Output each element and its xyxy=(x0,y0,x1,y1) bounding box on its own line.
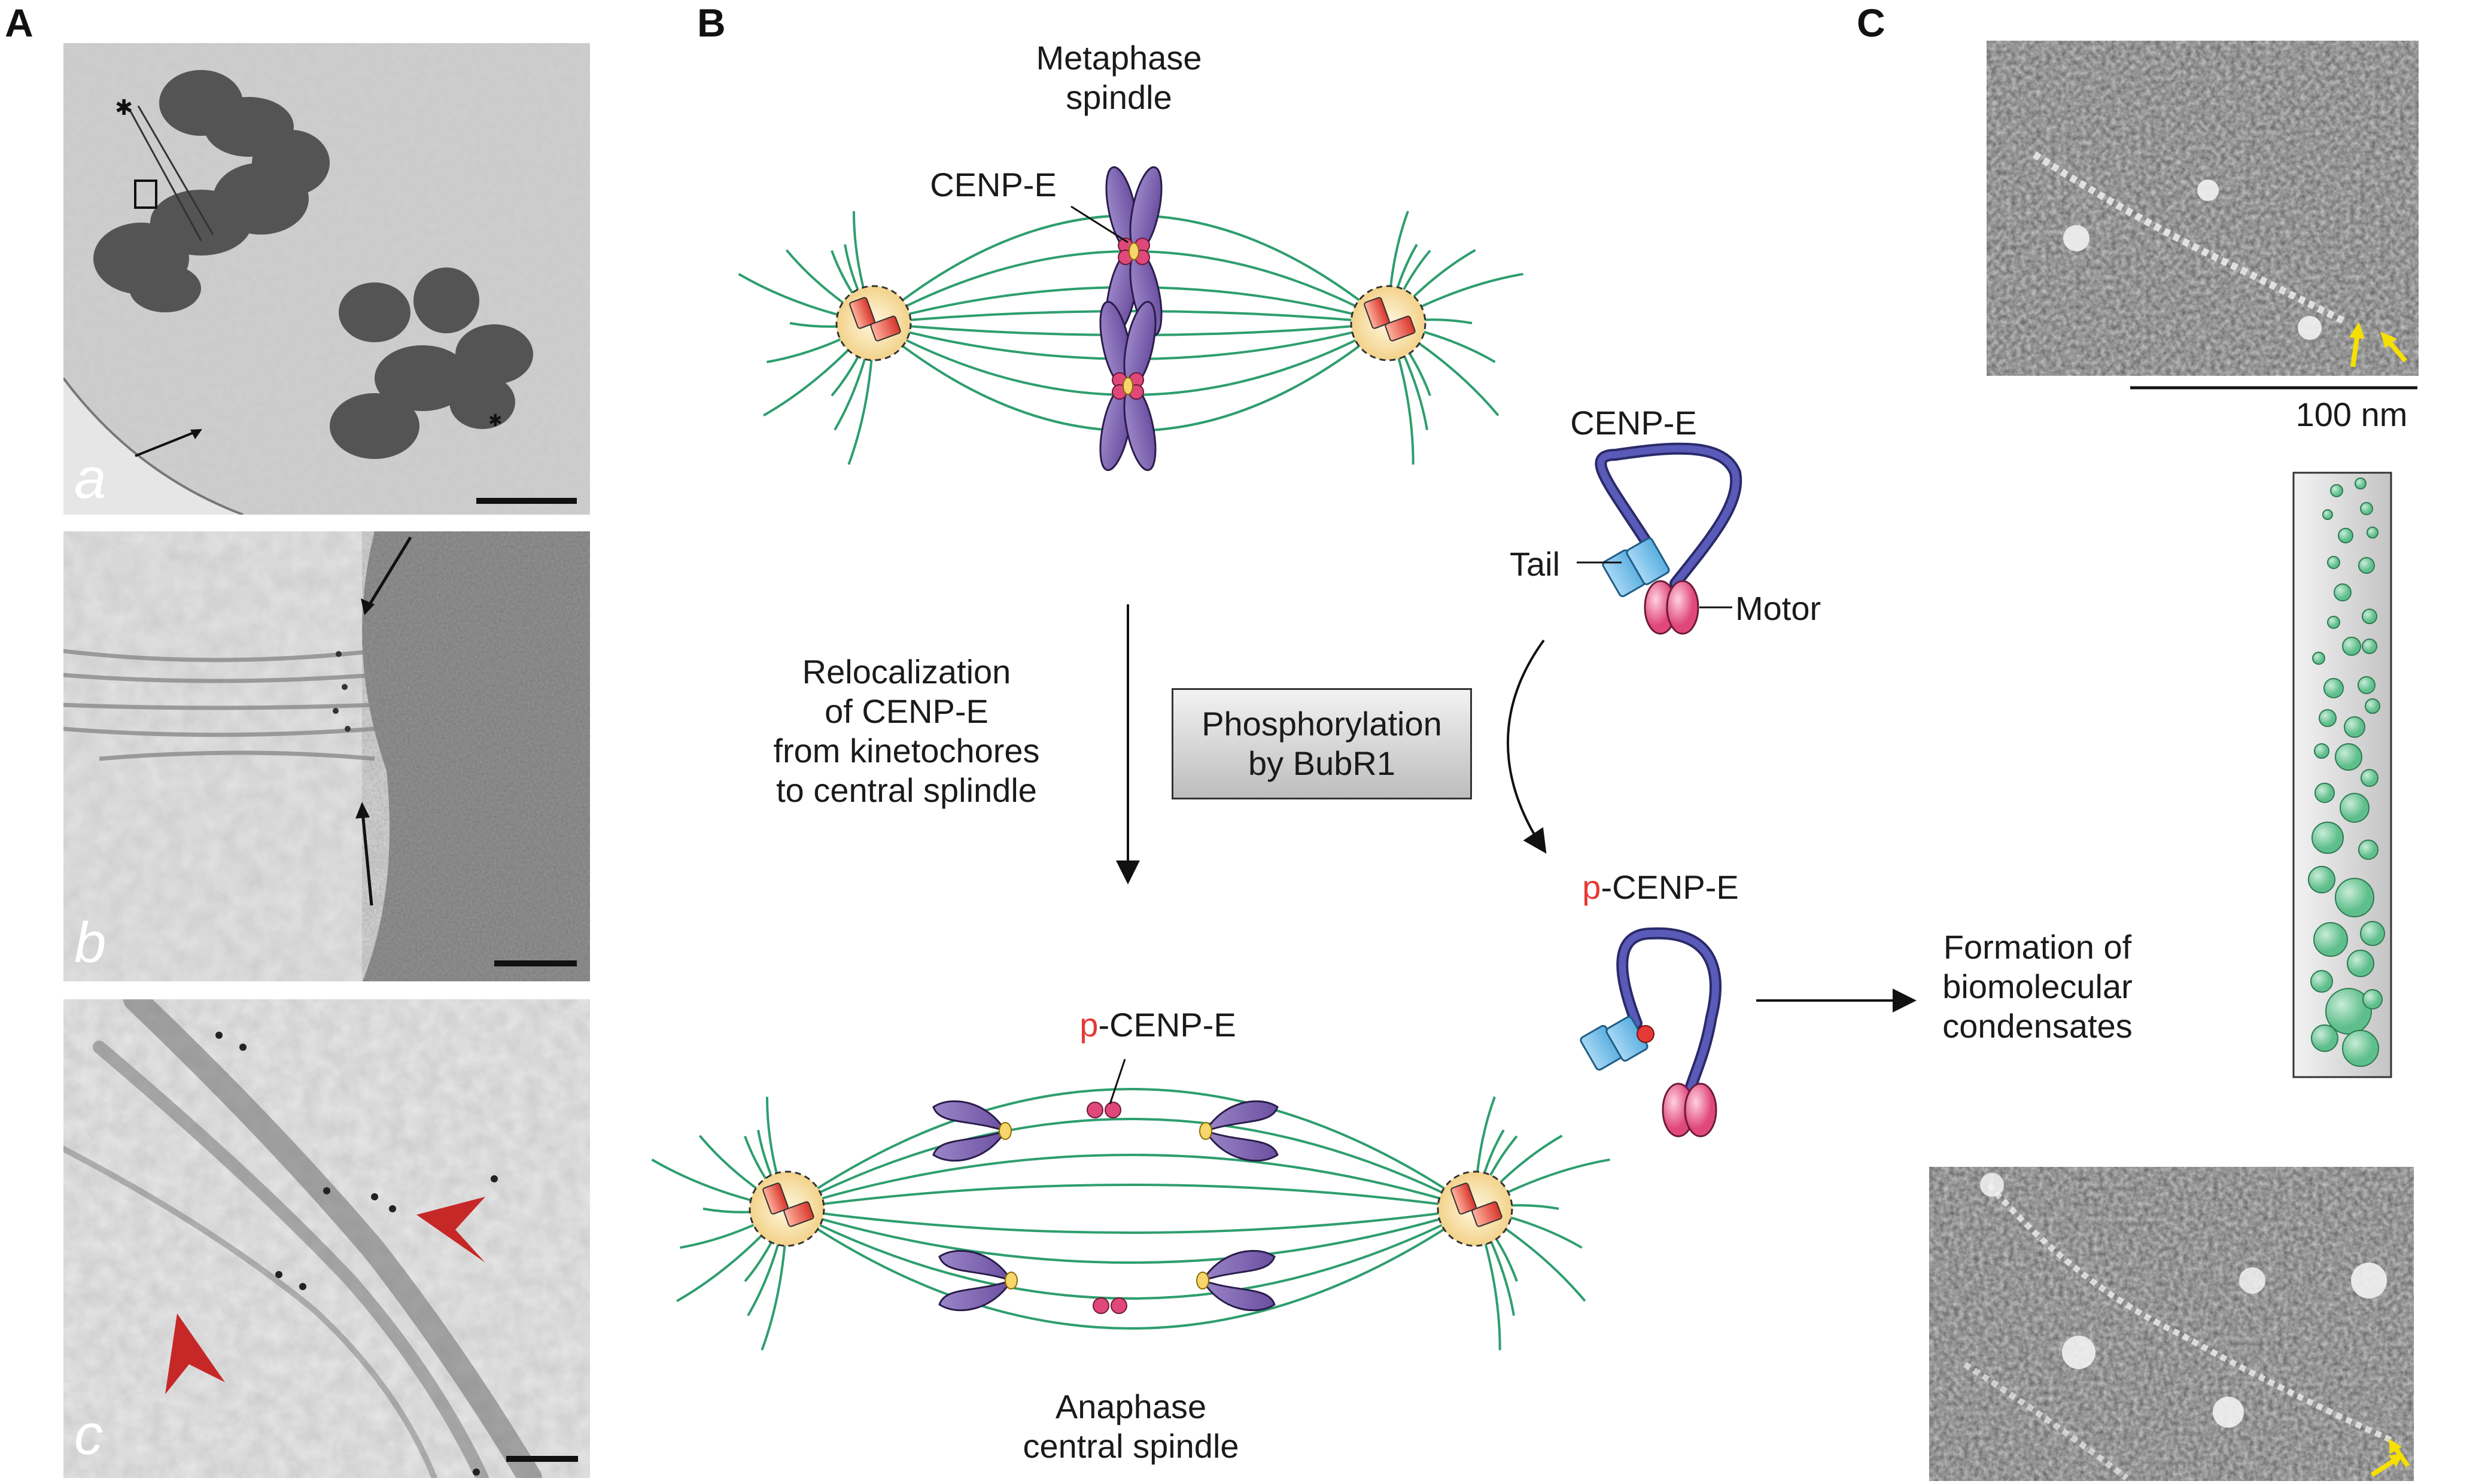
phosphate-dot xyxy=(1637,1025,1654,1043)
pcenpe-dot xyxy=(1105,1102,1121,1118)
anaphase-chromatid-top-left xyxy=(932,1100,1012,1162)
condensate-droplet xyxy=(2342,637,2361,656)
condensate-droplet xyxy=(2322,509,2333,520)
anaphase-pcenpe-label: p-CENP-E xyxy=(1079,1006,1236,1044)
condensate-droplet xyxy=(2314,743,2329,759)
micrograph-a: ✱ ✱ a xyxy=(63,43,590,515)
condensate-droplet xyxy=(2360,921,2385,946)
condensate-droplet xyxy=(2361,769,2378,787)
condensate-droplet xyxy=(2360,502,2373,515)
condensate-droplet xyxy=(2347,950,2374,977)
anaphase-title: Anaphase central spindle xyxy=(1023,1388,1239,1465)
anaphase-chromatid-bottom-left xyxy=(938,1249,1018,1312)
pcenpe-dot xyxy=(1093,1297,1109,1314)
micrograph-c-label: c xyxy=(74,1403,103,1467)
condensate-droplet xyxy=(2355,478,2367,489)
condensate-droplet xyxy=(2310,970,2333,993)
condensate-droplet xyxy=(2323,678,2344,698)
anaphase-centrosome-left xyxy=(749,1170,825,1247)
scale-bar-label: 100 nm xyxy=(2295,396,2408,433)
condensate-droplet xyxy=(2330,484,2343,497)
condensate-droplet xyxy=(2314,783,2335,803)
condensate-droplet xyxy=(2319,709,2337,727)
svg-text:✱: ✱ xyxy=(488,410,502,430)
panel-letter-a: A xyxy=(5,1,34,45)
micrograph-b-label: b xyxy=(74,911,107,975)
condensate-droplet xyxy=(2312,652,2325,665)
anaphase-chromatid-top-right xyxy=(1199,1100,1279,1162)
condensate-droplet xyxy=(2362,638,2377,654)
cenpe-protein xyxy=(1595,442,1742,635)
micrograph-c: c xyxy=(63,999,590,1478)
cenpe-kinetochore-label: CENP-E xyxy=(930,166,1057,203)
condensate-droplet xyxy=(2327,556,2340,569)
condensate-droplet xyxy=(2362,989,2383,1009)
condensate-droplet xyxy=(2335,743,2362,771)
condensate-droplet xyxy=(2367,527,2378,539)
condensate-droplet xyxy=(2313,922,2348,957)
anaphase-pcenpe-pointer xyxy=(1109,1059,1126,1105)
cenpe-protein-title: CENP-E xyxy=(1570,404,1697,442)
condensate-droplet xyxy=(2325,988,2372,1035)
condensate-droplet xyxy=(2327,616,2340,629)
panel-letter-b: B xyxy=(697,1,726,45)
metaphase-centrosome-left xyxy=(835,285,912,361)
phosphorylation-arrow xyxy=(1507,639,1547,854)
condensate-droplet xyxy=(2358,840,2378,860)
condensate-droplet xyxy=(2338,528,2353,543)
anaphase-chromatid-bottom-right xyxy=(1196,1249,1276,1312)
condensate-droplet xyxy=(2358,676,2376,694)
condensate-droplet xyxy=(2365,698,2380,714)
condensate-droplet xyxy=(2344,716,2365,738)
pcenpe-protein xyxy=(1580,927,1721,1138)
metaphase-title: Metaphase spindle xyxy=(1036,39,1202,116)
cenpe-kinetochore-pointer xyxy=(1070,205,1129,244)
metaphase-centrosome-right xyxy=(1350,285,1427,361)
pcenpe-title: p-CENP-E xyxy=(1582,868,1739,906)
condensate-droplet xyxy=(2342,1030,2379,1067)
condensate-droplet xyxy=(2358,557,2375,574)
anaphase-centrosome-right xyxy=(1437,1170,1513,1247)
relocalization-text: Relocalization of CENP-E from kinetochor… xyxy=(773,653,1040,809)
panel-letter-c: C xyxy=(1857,1,1885,45)
phosphorylation-box: Phosphorylation by BubR1 xyxy=(1172,688,1472,799)
em-image-bottom xyxy=(1929,1167,2414,1481)
condensate-droplet xyxy=(2311,822,2344,854)
micrograph-b: b xyxy=(63,531,590,981)
motor-label: Motor xyxy=(1735,589,1821,627)
condensate-droplet xyxy=(2308,866,2335,893)
svg-text:✱: ✱ xyxy=(115,96,133,120)
condensate-text: Formation of biomolecular condensates xyxy=(1942,928,2133,1045)
em-image-top xyxy=(1987,41,2419,376)
condensate-droplet xyxy=(2362,609,2377,624)
pcenpe-dot xyxy=(1087,1102,1103,1118)
anaphase-spindle-fibers xyxy=(786,1088,1476,1330)
condensate-droplet xyxy=(2340,793,2370,823)
condensate-droplet xyxy=(2311,1024,2338,1052)
condensate-droplet xyxy=(2335,878,2374,917)
micrograph-a-label: a xyxy=(74,446,107,510)
metaphase-chromosome-bottom xyxy=(1099,300,1157,472)
tail-label: Tail xyxy=(1510,545,1561,583)
condensate-droplet xyxy=(2334,583,2352,601)
pcenpe-dot xyxy=(1111,1297,1127,1314)
